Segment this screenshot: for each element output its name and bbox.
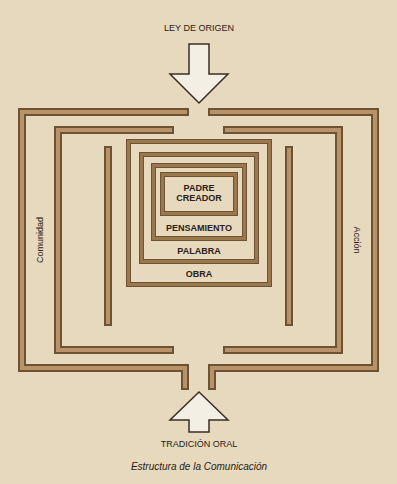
side-label: Comunidad xyxy=(35,217,45,263)
nested-frame: PALABRA PENSAMIENTO PADRE CREADOR xyxy=(140,153,258,263)
nested-frame: OBRA PALABRA PENSAMIENTO PADRE CREADOR xyxy=(127,140,271,286)
top-label: LEY DE ORIGEN xyxy=(164,23,234,33)
nested-frame: PENSAMIENTO PADRE CREADOR xyxy=(152,164,246,240)
frame-label: PENSAMIENTO xyxy=(166,224,232,234)
side-label: Acción xyxy=(352,226,362,253)
bottom-label: TRADICIÓN ORAL xyxy=(161,439,238,449)
nested-frame: PADRE CREADOR xyxy=(161,173,237,215)
caption: Estructura de la Comunicación xyxy=(131,461,267,472)
frame-label: PADRE CREADOR xyxy=(164,184,234,204)
frame-label: OBRA xyxy=(186,270,213,280)
down-arrow xyxy=(170,44,228,103)
frame-label: PALABRA xyxy=(177,247,220,257)
up-arrow xyxy=(170,392,228,432)
